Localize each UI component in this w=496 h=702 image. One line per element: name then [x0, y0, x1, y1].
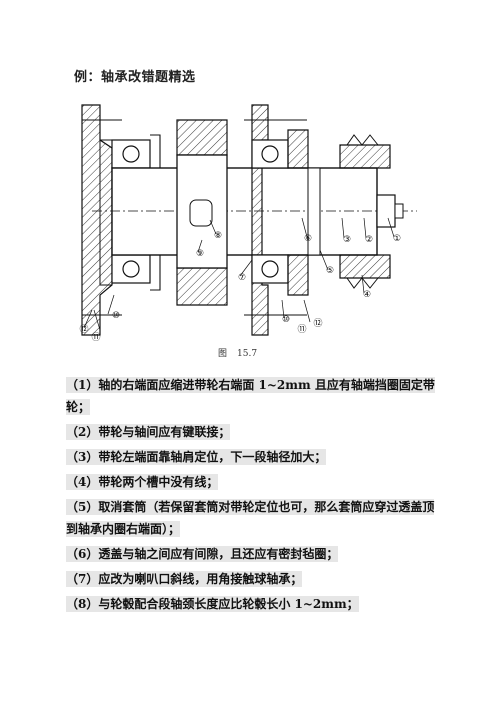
- answer-item-5: （5）取消套筒（若保留套筒对带轮定位也可，那么套筒应穿过透盖顶到轴承内圈右端面）…: [66, 499, 435, 537]
- shaft-assembly-drawing: ① ② ③ ④ ⑤ ⑥ ⑦ ⑧ ⑨ ⑩ ⑪ ⑫ ⑩ ⑪ ⑫: [79, 104, 417, 343]
- label-9: ⑨: [196, 249, 204, 259]
- caption-number: 15.7: [237, 349, 258, 359]
- label-11-left: ⑪: [91, 332, 100, 343]
- label-11-right: ⑪: [297, 324, 306, 335]
- answer-item-1: （1）轴的右端面应缩进带轮右端面 1~2mm 且应有轴端挡圈固定带轮；: [66, 377, 435, 415]
- label-6: ⑥: [304, 234, 312, 244]
- answer-item-7: （7）应改为喇叭口斜线，用角接触球轴承；: [66, 571, 303, 587]
- label-4: ④: [363, 290, 371, 300]
- answer-item-2: （2）带轮与轴间应有键联接；: [66, 424, 231, 440]
- label-8: ⑧: [214, 231, 222, 241]
- label-3: ③: [343, 235, 351, 245]
- answer-item-4: （4）带轮两个槽中没有线；: [66, 474, 219, 490]
- label-10-left: ⑩: [112, 311, 120, 321]
- label-12-right: ⑫: [313, 318, 322, 329]
- answer-item-6: （6）透盖与轴之间应有间隙，且还应有密封毡圈；: [66, 546, 339, 562]
- label-12-left: ⑫: [79, 324, 88, 335]
- label-2: ②: [365, 235, 373, 245]
- label-7: ⑦: [238, 273, 246, 283]
- label-5: ⑤: [326, 266, 334, 276]
- answer-item-3: （3）带轮左端面靠轴肩定位，下一段轴径加大；: [66, 449, 327, 465]
- answer-item-8: （8）与轮毂配合段轴颈长度应比轮毂长小 1~2mm；: [66, 596, 359, 612]
- page-title: 例：轴承改错题精选: [74, 70, 196, 85]
- label-10-right: ⑩: [282, 315, 290, 325]
- label-1: ①: [393, 234, 401, 244]
- figure-caption: 图 15.7: [218, 346, 267, 359]
- caption-prefix: 图: [218, 349, 228, 359]
- answer-list: （1）轴的右端面应缩进带轮右端面 1~2mm 且应有轴端挡圈固定带轮； （2）带…: [66, 374, 436, 615]
